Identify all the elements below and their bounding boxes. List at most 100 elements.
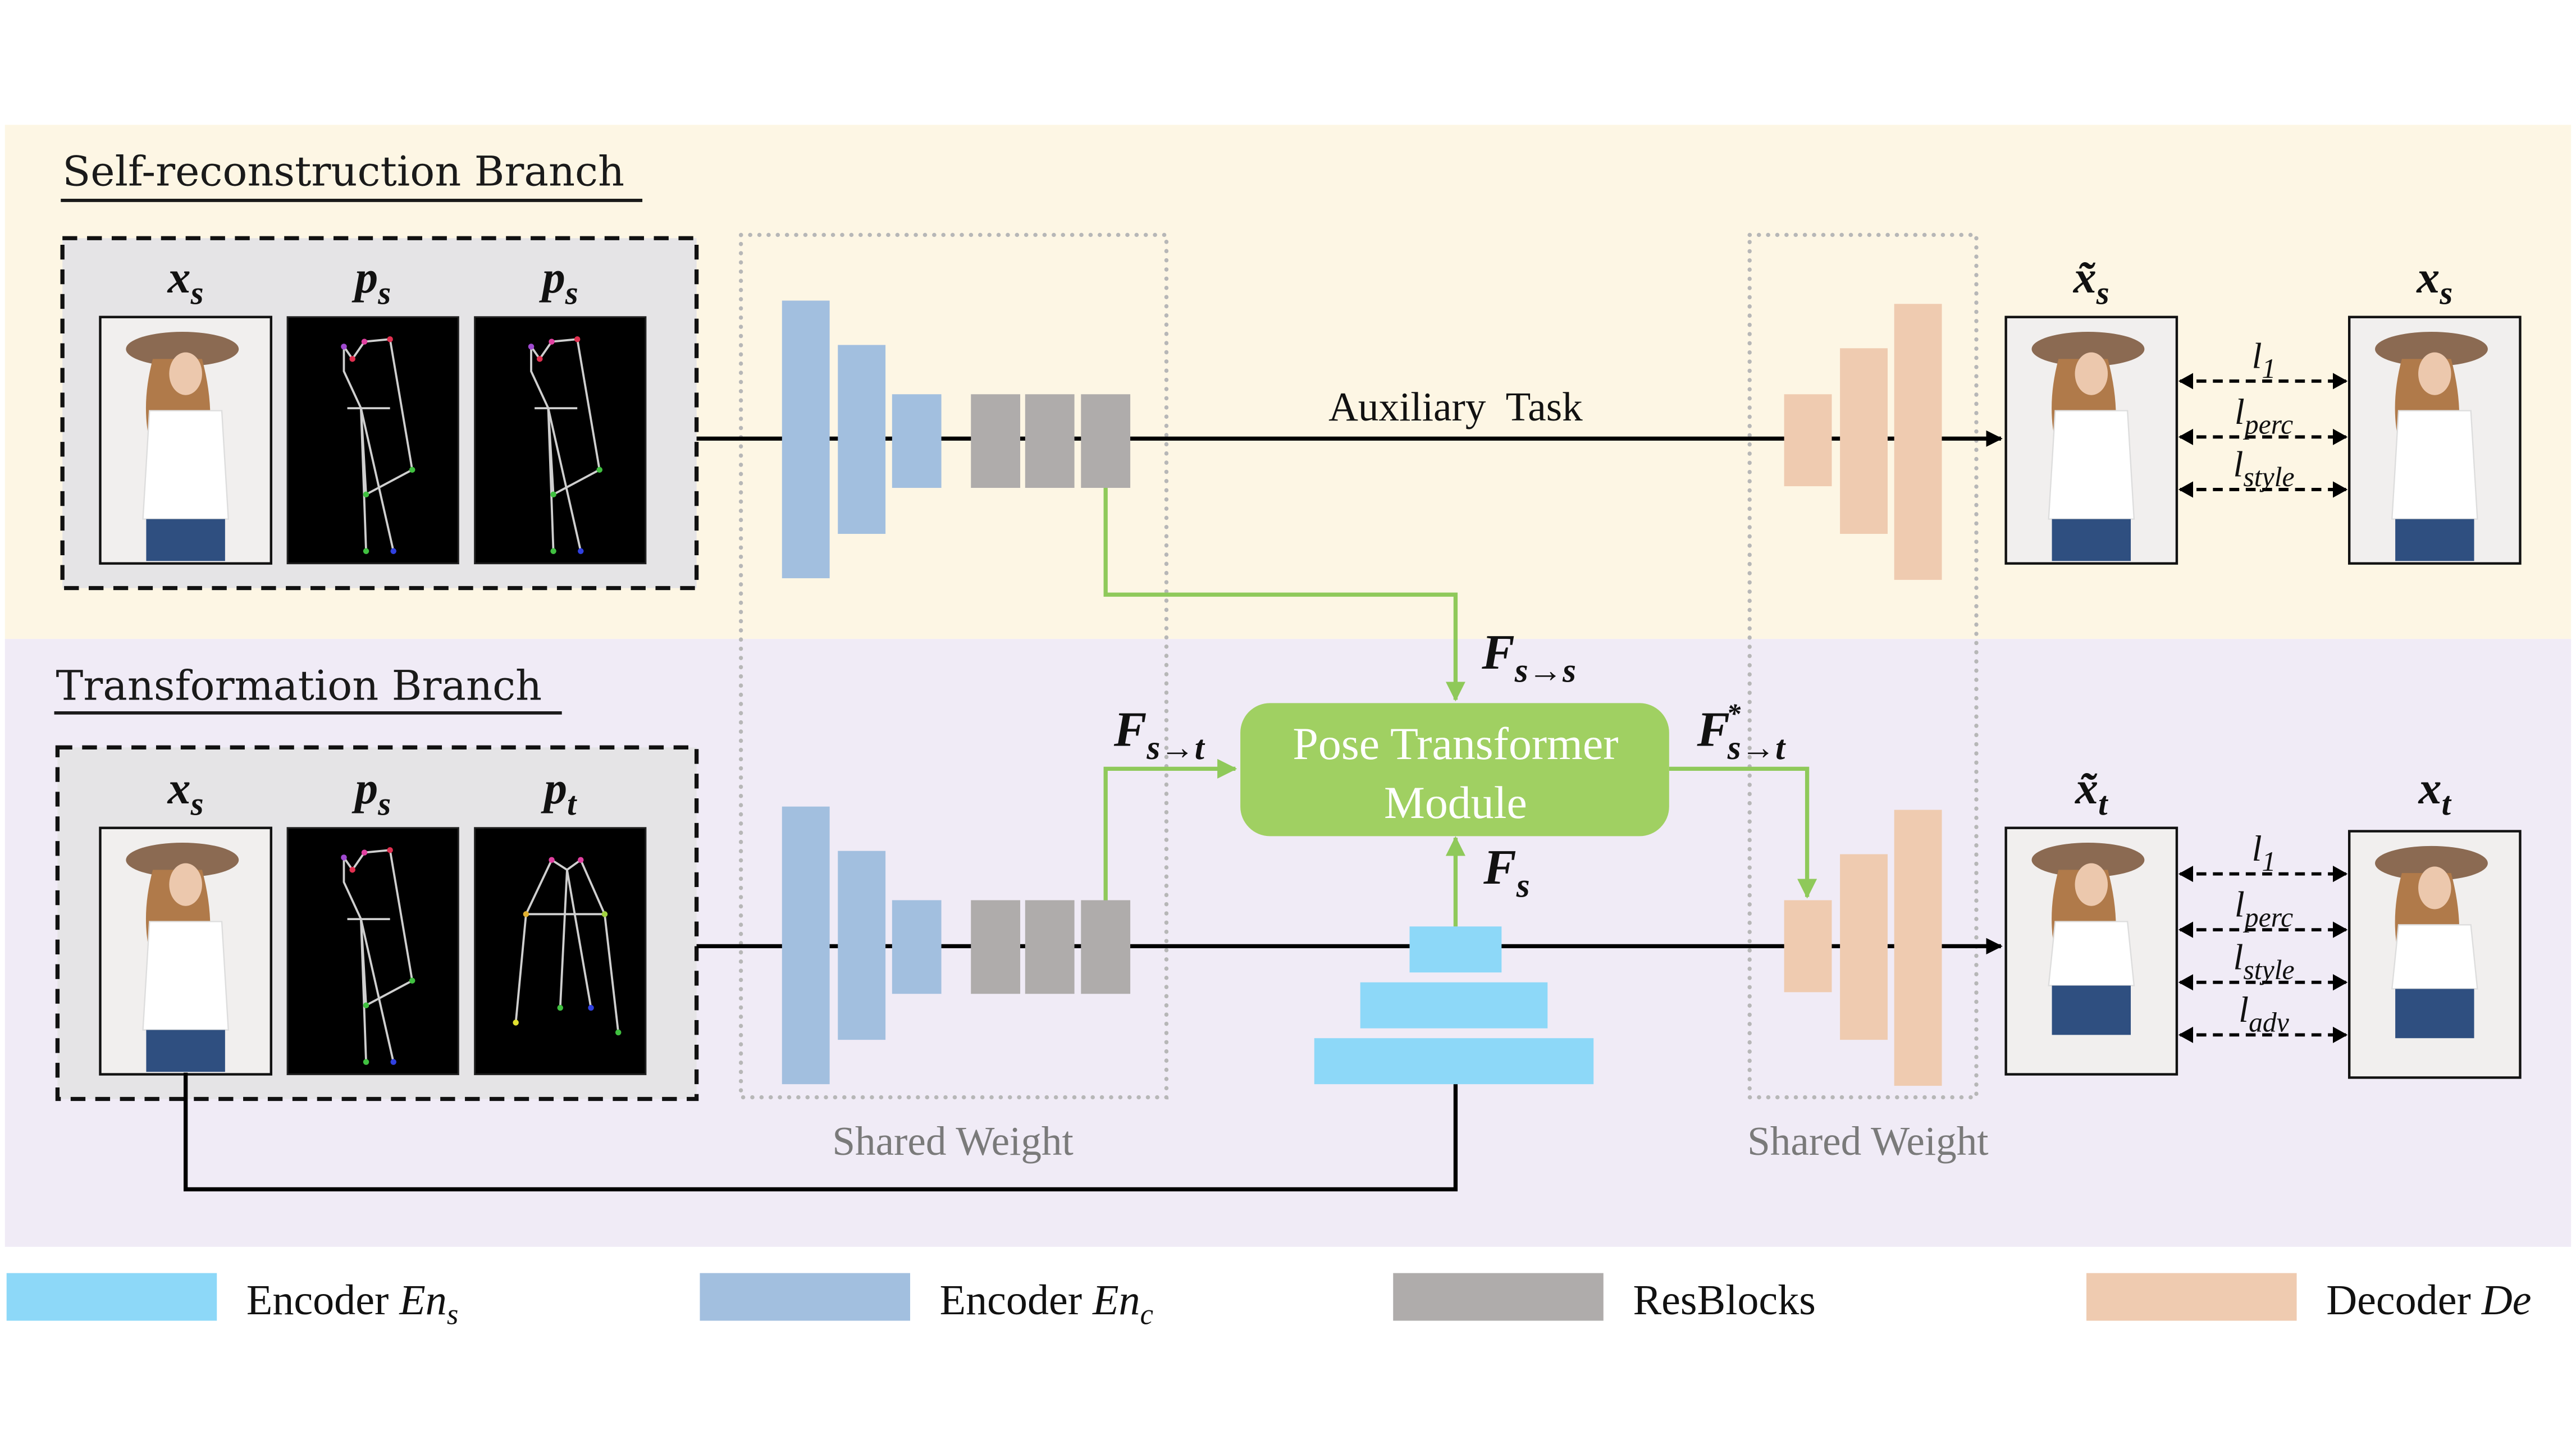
image-label: ps [351,252,391,311]
label-sub: s [190,274,204,311]
resblock-3 [1081,900,1131,994]
feature-sub: s→t [1146,729,1205,767]
legend-swatch [6,1273,217,1321]
ptm-label-line2: Module [1384,777,1527,828]
decoder-layer-1 [1784,394,1832,487]
feature-sub: s→s [1514,651,1576,689]
style-encoder-ens [1314,926,1594,1085]
legend-item-decoderde: Decoder De [2086,1273,2532,1324]
feature-label-fs: Fs [1483,840,1529,904]
transform-branch-title-text: Transformation Branch [56,662,542,710]
legend-item-resblocks: ResBlocks [1393,1273,1816,1324]
self-branch-title: Self-reconstruction Branch [61,148,643,202]
encoder-enc-layer-2 [838,345,886,534]
pose-map-ps [474,316,647,565]
transform-content-encoder [782,806,1131,1085]
label-sub: s [2096,274,2109,311]
label-sub: t [2098,785,2108,822]
image-label: ps [351,762,391,822]
feature-main: F [1481,625,1515,679]
encoder-enc-layer-3 [892,900,942,994]
image-label: xs [167,762,204,822]
decoder-layer-3 [1894,810,1942,1086]
label-main: p [351,762,378,813]
self-decoder [1784,304,1942,580]
hat-shape [2375,332,2488,367]
resblock-1 [971,394,1021,488]
loss-adv: ladv [2178,990,2348,1044]
input-photo-xs [99,316,272,565]
ptm-label-line1: Pose Transformer [1292,718,1618,769]
feature-label-fst-star: F*s→t [1697,698,1787,766]
encoder-enc-layer-1 [782,300,830,578]
loss-label: lperc [2235,392,2293,440]
label-main: x̃ [2075,762,2098,813]
fst-arrow [1103,758,1237,901]
feature-sub: s→t [1727,729,1786,767]
feature-sub: s [1516,867,1530,905]
encoder-ens-layer-3 [1314,1038,1594,1085]
legend-swatch [1393,1273,1604,1321]
svg-text:Fs→s: Fs→s [1481,625,1576,689]
shared-weight-label-encoder: Shared Weight [832,1118,1074,1164]
label-main: p [541,762,567,813]
pose-transformer-module: Pose Transformer Module [1240,703,1669,837]
loss-1: l1 [2178,829,2348,883]
feature-label-fst: Fs→t [1113,702,1205,766]
label-main: x [167,762,191,813]
feature-sup: * [1727,698,1741,729]
input-photo-xs [99,826,272,1076]
svg-text:Fs→t: Fs→t [1113,702,1205,766]
encoder-enc-layer-3 [892,394,942,488]
legend-item-encoderenc: Encoder Enc [700,1273,1153,1331]
image-label: xs [2416,252,2452,311]
loss-label: lperc [2235,885,2293,933]
svg-text:F*s→t: F*s→t [1697,698,1787,766]
label-main: p [351,252,378,303]
label-main: p [539,252,565,303]
pose-map-ps [286,827,459,1076]
image-label: x̃t [2075,762,2108,822]
fss-arrow [1103,488,1465,702]
generated-image [2004,316,2178,565]
image-label: xs [167,252,204,311]
self-branch-title-text: Self-reconstruction Branch [62,148,624,196]
loss-label: lstyle [2234,445,2295,493]
legend-label: Decoder De [2326,1277,2531,1324]
legend-label: Encoder Enc [940,1277,1153,1331]
resblock-3 [1081,394,1131,488]
target-image [2347,316,2522,565]
encoder-enc-layer-2 [838,851,886,1040]
hat-shape [2031,843,2145,877]
resblock-1 [971,900,1021,994]
feature-main: F [1113,702,1147,756]
shared-weight-label-decoder: Shared Weight [1747,1118,1989,1164]
label-main: x [167,252,191,303]
hat-shape [126,332,239,367]
loss-style: lstyle [2178,937,2348,991]
target-image [2347,830,2522,1079]
loss-label: l1 [2252,829,2276,877]
loss-style: lstyle [2178,445,2348,498]
label-sub: s [565,274,578,311]
hat-shape [2375,845,2488,881]
loss-label: ladv [2239,990,2290,1038]
resblock-2 [1025,394,1075,488]
loss-perc: lperc [2178,885,2348,938]
hat-shape [2031,332,2145,367]
shared-weight-encoder-box [738,232,1169,1100]
encoder-enc-layer-1 [782,806,830,1085]
label-sub: s [377,274,391,311]
self-outputs: x̃s xs l1 lperc lstyle [2004,252,2522,565]
loss-label: l1 [2252,336,2276,384]
label-sub: s [190,785,204,822]
image-label: ps [539,252,578,311]
hat-shape [126,843,239,877]
self-content-encoder [782,300,1131,578]
source-image-skip-line [183,1072,1458,1192]
label-main: x̃ [2073,252,2097,303]
shared-weight-decoder-box [1747,232,1979,1100]
